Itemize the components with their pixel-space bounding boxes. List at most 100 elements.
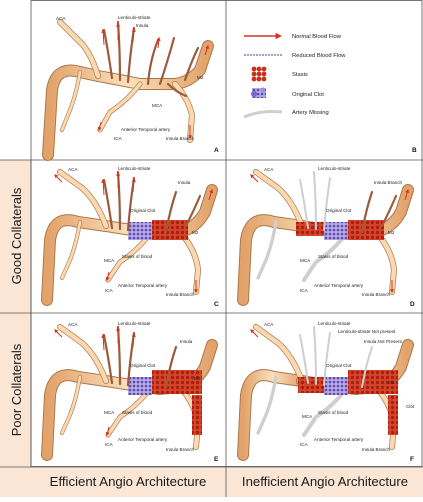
clot-icon [251, 87, 266, 98]
label-lenticulo-not-present: Lenticulo-striate Not present [338, 329, 396, 334]
label-ica: ICA [105, 442, 114, 447]
panel-f-clot [324, 377, 348, 395]
label-ica: ICA [114, 136, 123, 141]
panel-d-clot [324, 222, 348, 240]
panel-d-flow-arrows [250, 174, 410, 294]
label-clot: Clot [406, 404, 415, 409]
panel-d: ACA Lenticulo-striate Insula Branch Orig… [237, 166, 415, 308]
label-mca: MCA [300, 258, 311, 263]
label-insula-branch-top: Insula Branch [374, 180, 403, 185]
label-m2: M2 [388, 380, 395, 385]
label-insula: Insula [180, 339, 193, 344]
legend-reduced-flow: Reduced Blood Flow [292, 53, 346, 59]
panel-letter-a: A [214, 147, 219, 154]
label-stasis: Stasis of blood [122, 410, 153, 415]
panel-letter-f: F [410, 456, 414, 463]
panel-e-stasis-branch [192, 395, 202, 435]
panel-d-stasis [348, 220, 384, 240]
panel-c: ACA Lenticulo-striate Insula Original Cl… [41, 166, 219, 308]
panel-f-stasis [348, 370, 398, 394]
panel-d-stasis-proximal [296, 222, 324, 236]
label-m2: M2 [192, 230, 199, 235]
label-ant-temporal: Anterior Temporal artery [314, 437, 364, 442]
panel-c-flow-arrows [54, 171, 214, 294]
column-label-efficient: Efficient Angio Architecture [50, 474, 207, 489]
label-ant-temporal: Anterior Temporal artery [118, 437, 168, 442]
label-m2: M2 [197, 75, 204, 80]
label-ant-temporal: Anterior Temporal artery [121, 127, 171, 132]
panel-letter-c: C [214, 301, 219, 308]
label-m2: M2 [194, 376, 201, 381]
label-insula-branch: Insula Branch [166, 447, 195, 452]
label-aca: ACA [68, 167, 78, 172]
panel-letter-d: D [410, 301, 415, 308]
label-aca: ACA [56, 16, 66, 21]
row-label-good-collaterals: Good Collaterals [9, 187, 24, 284]
panel-b-legend: Normal Blood Flow Reduced Blood Flow Sta… [243, 32, 417, 154]
label-ant-temporal: Anterior Temporal artery [118, 283, 168, 288]
label-aca: ACA [68, 322, 78, 327]
label-original-clot: Original Clot [326, 208, 352, 213]
panel-f: ACA Lenticulo-striate Lenticulo-striate … [237, 321, 415, 463]
panel-letter-b: B [412, 147, 417, 154]
row-label-poor-collaterals: Poor Collaterals [9, 343, 24, 436]
row-header-band [0, 160, 31, 467]
legend-original-clot: Original Clot [292, 92, 324, 98]
label-stasis: Stasis of blood [318, 254, 349, 259]
panel-d-lenticulostriate [360, 190, 398, 234]
label-lenticulo: Lenticulo-striate [118, 15, 151, 20]
legend-artery-missing: Artery Missing [292, 110, 329, 116]
label-mca: MCA [104, 258, 115, 263]
panel-e: ACA Lenticulo-striate Insula Original Cl… [41, 321, 219, 463]
panel-e-flow-arrows [54, 326, 136, 437]
label-insula-not-present: Insula Not Present [364, 339, 403, 344]
label-ica: ICA [300, 442, 309, 447]
panel-f-flow-arrows [250, 329, 259, 338]
label-aca: ACA [264, 167, 274, 172]
panel-f-stasis-proximal [298, 377, 324, 393]
label-insula-branch: Insula Branch [166, 292, 195, 297]
label-original-clot: Original Clot [130, 363, 156, 368]
label-lenticulo: Lenticulo-striate [318, 166, 351, 171]
stasis-icon [251, 66, 267, 82]
label-insula-branch: Insula Branch [166, 136, 195, 141]
panel-f-missing-lenticulostriate [299, 326, 373, 388]
column-header-band [0, 467, 423, 497]
panel-a-flow-arrows [97, 22, 210, 140]
legend-normal-flow: Normal Blood Flow [292, 34, 342, 40]
label-aca: ACA [264, 322, 274, 327]
panel-c-stasis [152, 220, 188, 240]
label-lenticulo: Lenticulo-striate [318, 321, 351, 326]
label-ant-temporal: Anterior Temporal artery [314, 283, 364, 288]
label-mca: MCA [152, 103, 163, 108]
panel-d-missing-lenticulostriate [299, 171, 331, 231]
label-original-clot: Original Clot [130, 208, 156, 213]
panel-a: ACA Lenticulo-striate Insula MCA M2 ICA … [42, 15, 219, 161]
panel-e-lenticulostriate [102, 325, 178, 389]
label-mca: MCA [302, 414, 313, 419]
label-insula: Insula [136, 23, 149, 28]
label-insula: Insula [178, 180, 191, 185]
label-stasis: Stasis of blood [318, 410, 349, 415]
label-lenticulo: Lenticulo-striate [118, 321, 151, 326]
panel-e-stasis [152, 370, 202, 394]
label-insula-branch: Insula Branch [362, 447, 391, 452]
artery-missing-icon [243, 110, 283, 119]
panel-e-clot [128, 377, 152, 395]
panel-f-stasis-branch [388, 395, 398, 435]
label-lenticulo: Lenticulo-striate [118, 166, 151, 171]
label-insula-branch: Insula Branch [362, 292, 391, 297]
panel-letter-e: E [214, 456, 219, 463]
label-mca: MCA [104, 410, 115, 415]
column-label-inefficient: Inefficient Angio Architecture [242, 474, 408, 489]
label-ica: ICA [300, 288, 309, 293]
label-stasis: Stasis of blood [122, 254, 153, 259]
legend-stasis: Stasis [292, 72, 308, 78]
label-original-clot: Original Clot [326, 363, 352, 368]
label-m2: M2 [388, 230, 395, 235]
panel-c-clot [128, 222, 152, 240]
label-ica: ICA [105, 288, 114, 293]
